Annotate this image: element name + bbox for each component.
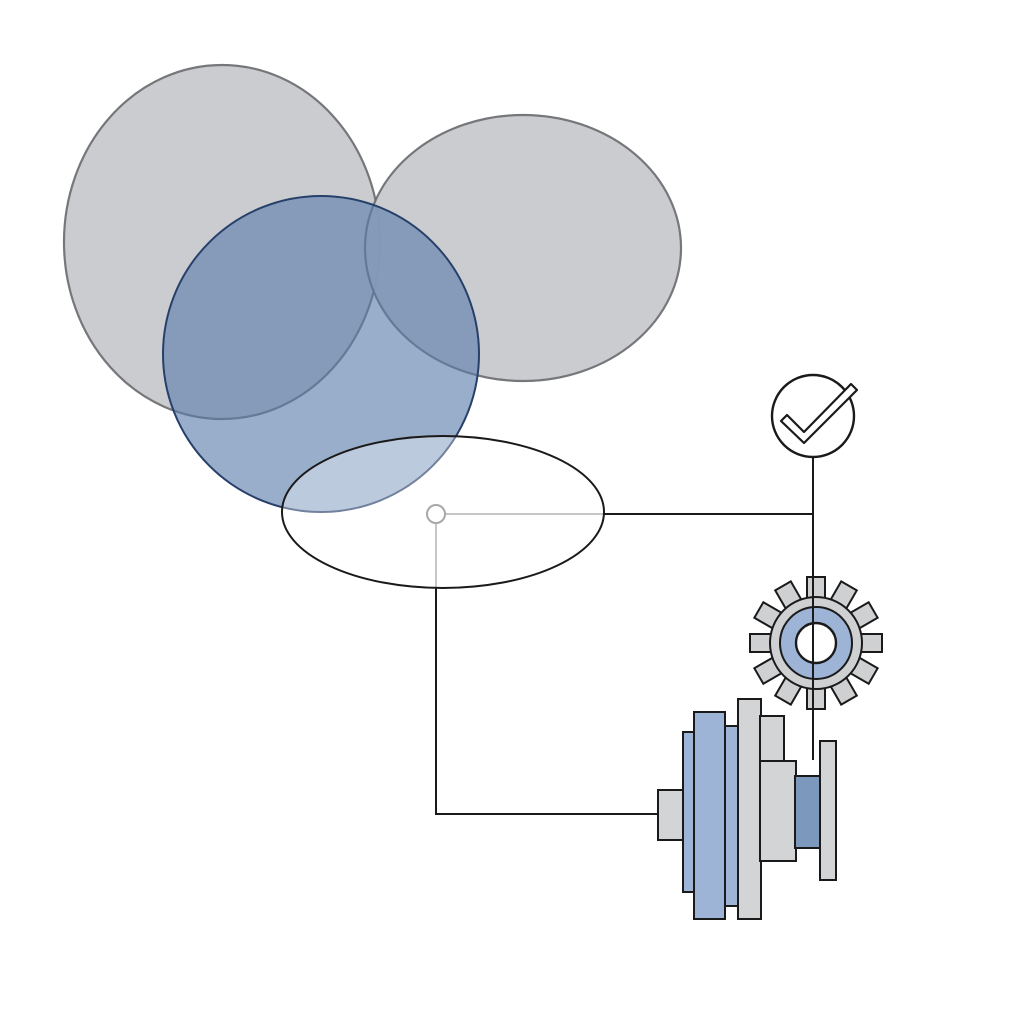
- machine-stack-icon: [657, 698, 837, 920]
- venn-group: [62, 63, 683, 513]
- ellipse-node-group: [281, 435, 605, 589]
- blue-circle: [162, 195, 480, 513]
- gear-icon: [749, 573, 883, 713]
- connector-ellipse-to-machine: [435, 588, 660, 815]
- check-circle-icon: [770, 373, 859, 459]
- connector-node: [426, 504, 446, 524]
